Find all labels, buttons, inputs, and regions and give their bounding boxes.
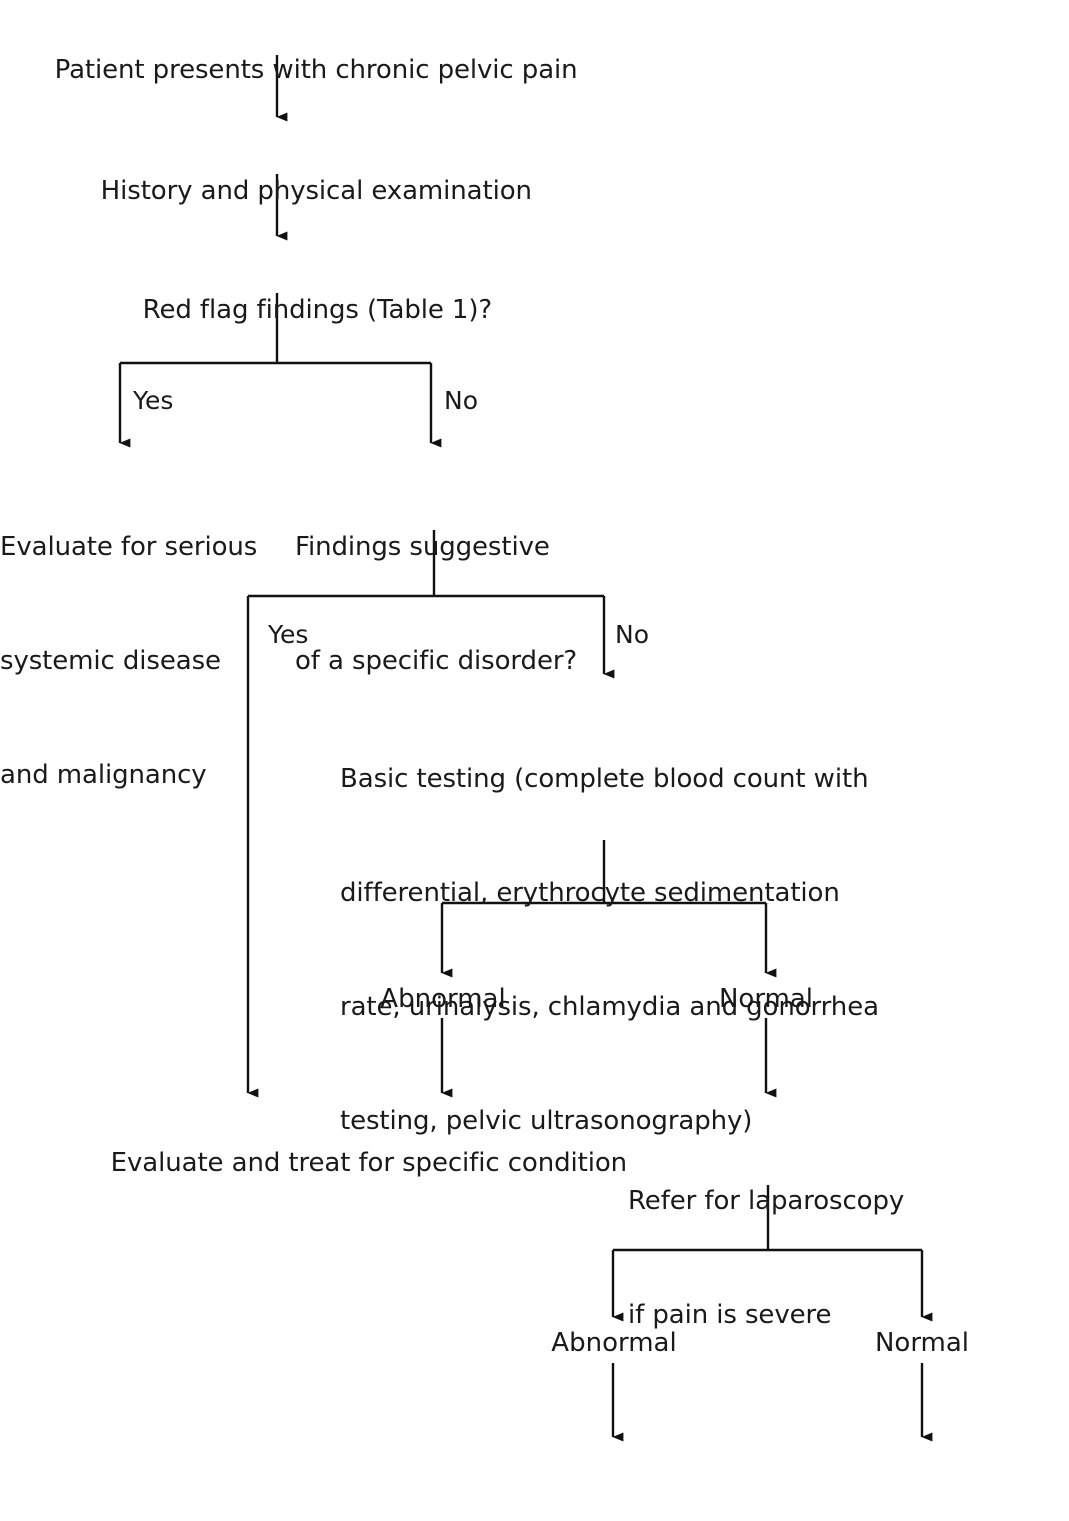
node-evaluate-specific-condition: Evaluate and treat for specific conditio… [78, 1106, 627, 1220]
edge-label-redflag-yes: Yes [133, 386, 174, 415]
node-refer-laparoscopy-line1: Refer for laparoscopy [628, 1186, 905, 1216]
node-findings-suggestive: Findings suggestive of a specific disord… [295, 452, 577, 756]
node-start-label: Patient presents with chronic pelvic pai… [54, 55, 578, 85]
edge-label-laparoscopy-abnormal: Abnormal [551, 1328, 677, 1358]
node-history-label: History and physical examination [100, 176, 532, 206]
node-history: History and physical examination [68, 134, 532, 248]
node-basic-testing-line4: testing, pelvic ultrasonography) [340, 1106, 753, 1136]
node-evaluate-systemic: Evaluate for serious systemic disease an… [0, 452, 257, 870]
edge-label-testing-abnormal: Abnormal [380, 984, 506, 1014]
node-refer-laparoscopy: Refer for laparoscopy if pain is severe [628, 1106, 904, 1410]
edge-label-findings-no: No [615, 620, 649, 649]
node-basic-testing-line3: rate, urinalysis, chlamydia and gonorrhe… [340, 992, 879, 1022]
node-refer-laparoscopy-line2: if pain is severe [628, 1300, 832, 1330]
node-basic-testing-line2: differential, erythrocyte sedimentation [340, 878, 840, 908]
node-red-flag-label: Red flag findings (Table 1)? [142, 295, 493, 325]
node-start: Patient presents with chronic pelvic pai… [22, 13, 578, 127]
node-findings-suggestive-line1: Findings suggestive [295, 532, 550, 562]
node-basic-testing-line1: Basic testing (complete blood count with [340, 764, 869, 794]
edge-label-findings-yes: Yes [268, 620, 309, 649]
edge-label-redflag-no: No [444, 386, 478, 415]
node-evaluate-specific-condition-label: Evaluate and treat for specific conditio… [110, 1148, 628, 1178]
node-evaluate-accordingly: Evaluate and treat accordingly [509, 1450, 728, 1521]
node-evaluate-systemic-line1: Evaluate for serious [0, 532, 258, 562]
node-findings-suggestive-line2: of a specific disorder? [295, 646, 578, 676]
node-red-flag: Red flag findings (Table 1)? [110, 253, 493, 367]
node-manage-chronic-regional: Manage as chronic regional pain syndrome [777, 1450, 1069, 1521]
edge-label-laparoscopy-normal: Normal [874, 1328, 970, 1358]
node-evaluate-systemic-line2: systemic disease [0, 646, 221, 676]
edge-label-testing-normal: Normal [718, 984, 814, 1014]
node-evaluate-systemic-line3: and malignancy [0, 760, 207, 790]
node-basic-testing: Basic testing (complete blood count with… [340, 684, 879, 1216]
